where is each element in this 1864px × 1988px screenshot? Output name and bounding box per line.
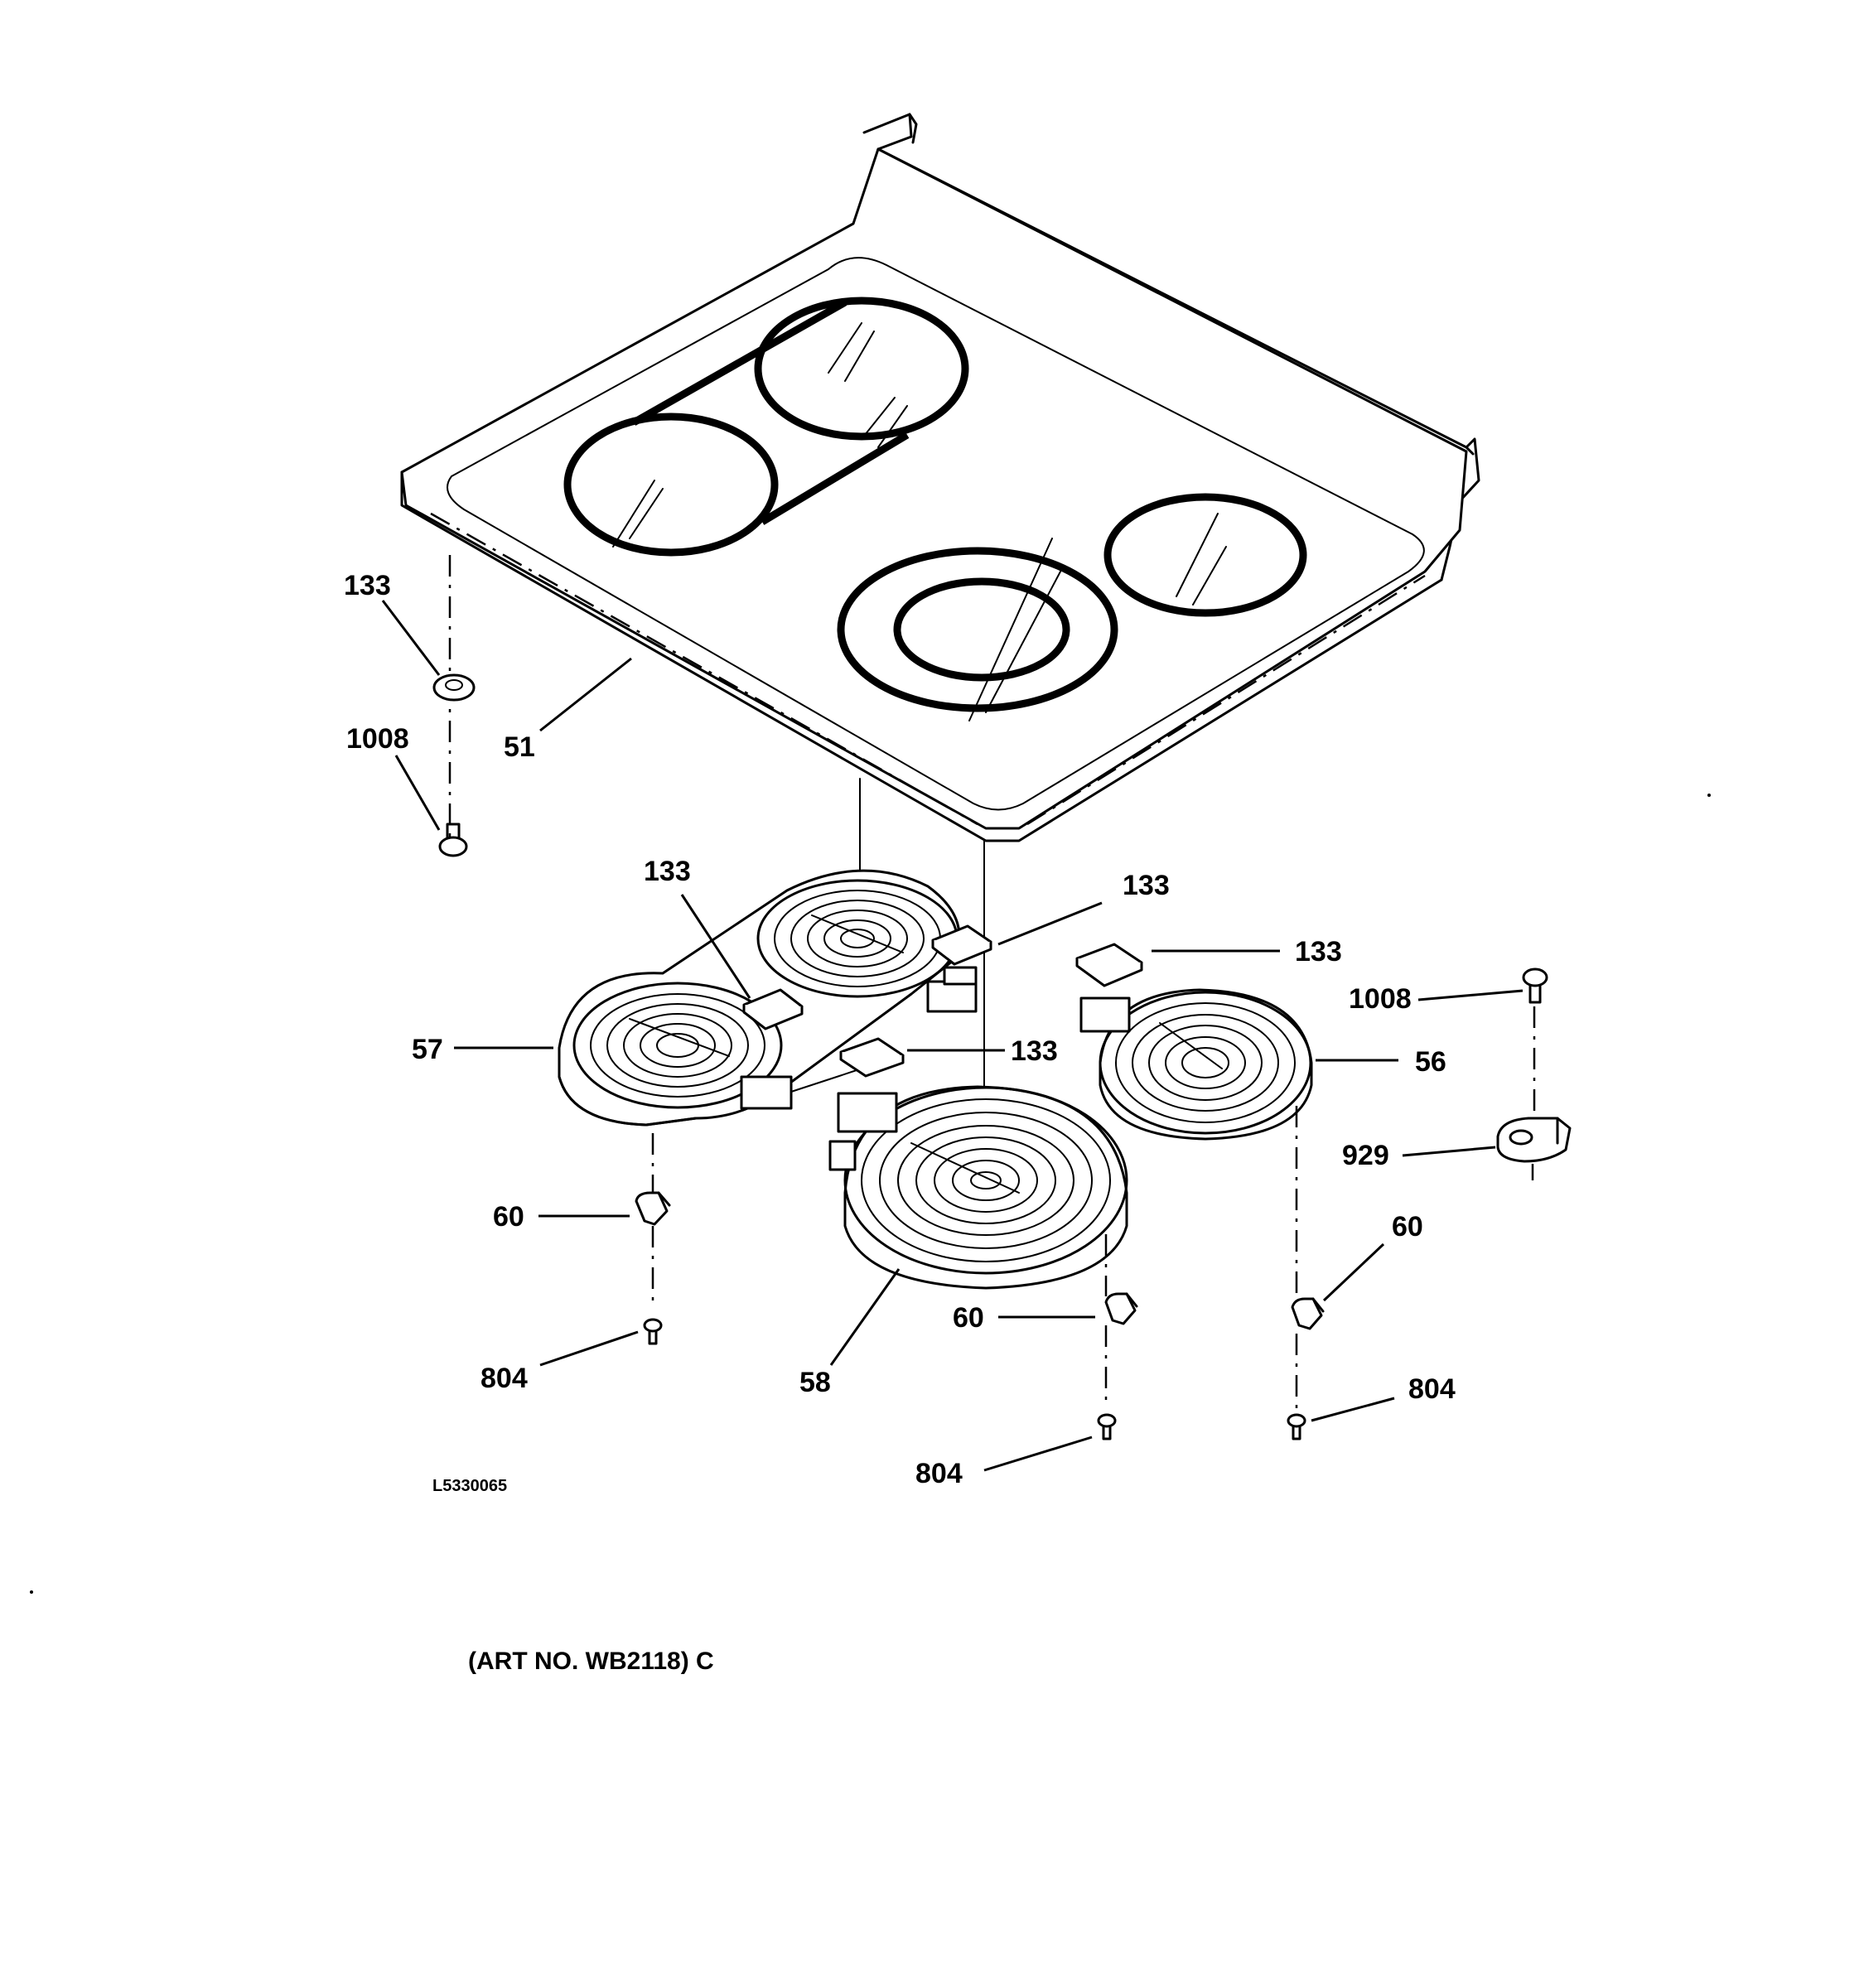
callout-screw-804-right: 804 bbox=[1408, 1373, 1456, 1405]
callout-element-56: 56 bbox=[1415, 1046, 1446, 1078]
pad-icon bbox=[1075, 943, 1143, 987]
callout-screw-804-center: 804 bbox=[915, 1458, 963, 1489]
bracket-icon bbox=[1496, 1117, 1572, 1163]
clip-icon bbox=[1104, 1292, 1138, 1325]
pad-icon bbox=[839, 1037, 905, 1078]
cooktop-glass-icon bbox=[400, 113, 1480, 842]
callout-cooktop-glass: 51 bbox=[504, 731, 535, 763]
callout-screw-left: 1008 bbox=[346, 723, 409, 755]
screw-icon bbox=[1522, 967, 1548, 1004]
clip-icon bbox=[635, 1191, 671, 1226]
screw-icon bbox=[1097, 1413, 1117, 1440]
callout-pad-front: 133 bbox=[1011, 1035, 1058, 1067]
radiant-element-icon bbox=[1079, 988, 1313, 1141]
callout-clip-center: 60 bbox=[953, 1302, 984, 1334]
callout-element-58: 58 bbox=[799, 1367, 831, 1398]
pad-icon bbox=[742, 988, 804, 1030]
callout-pad-rear-left: 133 bbox=[644, 856, 691, 887]
callout-pad-right: 133 bbox=[1295, 936, 1342, 967]
callout-pad-center: 133 bbox=[1123, 870, 1170, 901]
callout-screw-804-left: 804 bbox=[480, 1363, 528, 1394]
clip-icon bbox=[1291, 1297, 1325, 1330]
drawing-code: L5330065 bbox=[432, 1477, 507, 1495]
callout-screw-right: 1008 bbox=[1349, 983, 1412, 1015]
callout-element-57: 57 bbox=[412, 1034, 443, 1065]
art-number: (ART NO. WB2118) C bbox=[468, 1648, 714, 1675]
callout-clip-right: 60 bbox=[1392, 1211, 1423, 1242]
radiant-element-icon bbox=[828, 1085, 1128, 1290]
callout-bumper-left: 133 bbox=[344, 570, 391, 601]
pad-icon bbox=[931, 924, 992, 966]
callout-bracket-929: 929 bbox=[1342, 1140, 1389, 1171]
bumper-icon bbox=[432, 673, 476, 702]
screw-icon bbox=[1287, 1413, 1306, 1440]
callout-clip-left: 60 bbox=[493, 1201, 524, 1233]
screw-icon bbox=[643, 1318, 663, 1345]
screw-icon bbox=[438, 823, 468, 857]
